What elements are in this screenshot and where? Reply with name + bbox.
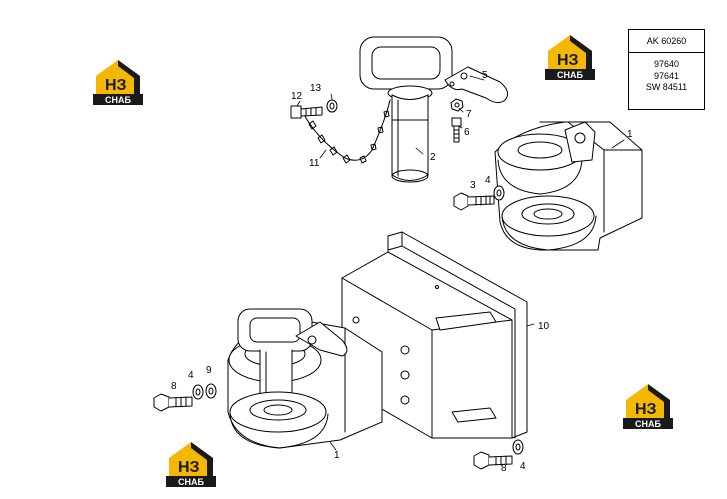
chain <box>302 99 391 164</box>
bolt-3 <box>453 192 495 211</box>
reference-box: AK 60260 97640 97641 SW 84511 <box>628 29 705 110</box>
callout-3: 3 <box>470 180 476 191</box>
washer-4-left <box>192 384 204 400</box>
callout-4-top: 4 <box>485 175 491 186</box>
logo-bottom-text: СНАБ <box>105 95 131 105</box>
logo-top-letters: НЗ <box>557 52 579 69</box>
callout-labels: 1 2 3 4 5 6 7 11 12 13 10 8 4 9 1 8 4 <box>171 70 633 474</box>
callout-9: 9 <box>206 365 212 376</box>
reference-code: SW 84511 <box>645 82 688 92</box>
logo-top-letters: НЗ <box>635 401 657 418</box>
bolt-8-left <box>153 393 193 412</box>
bolt-8-bottom <box>473 451 513 470</box>
callout-1-bottom: 1 <box>334 450 340 461</box>
brand-logo-right: НЗ СНАБ <box>623 384 673 429</box>
logo-top-letters: НЗ <box>105 77 127 94</box>
reference-code: 97640 <box>653 59 680 69</box>
brand-logo-bottom-left: НЗ СНАБ <box>166 442 216 487</box>
callout-8-bottom: 8 <box>501 463 507 474</box>
washer-13 <box>326 99 338 113</box>
latch-plate <box>444 66 509 104</box>
hitch-pin-top <box>359 36 453 183</box>
bolt-6 <box>451 117 462 143</box>
callout-1-top: 1 <box>627 129 633 140</box>
callout-6: 6 <box>464 127 470 138</box>
logo-bottom-text: СНАБ <box>635 419 661 429</box>
reference-codes: 97640 97641 SW 84511 <box>629 53 704 94</box>
mounting-plate <box>341 231 528 439</box>
callout-7: 7 <box>466 109 472 120</box>
logo-top-letters: НЗ <box>178 459 200 476</box>
nut-7 <box>450 98 464 112</box>
callout-12: 12 <box>291 91 303 102</box>
leader-lines <box>296 75 625 451</box>
logo-bottom-text: СНАБ <box>178 477 204 487</box>
washer-4-top <box>493 185 505 201</box>
screw-12 <box>290 105 323 119</box>
coupling-housing-top <box>494 121 643 251</box>
callout-11: 11 <box>309 158 320 169</box>
washer-4-bottom <box>512 439 524 455</box>
callout-10: 10 <box>538 321 550 332</box>
brand-logo-top-center: НЗ СНАБ <box>545 35 595 80</box>
logo-bottom-text: СНАБ <box>557 70 583 80</box>
callout-4-bottom: 4 <box>520 461 526 472</box>
brand-logo-top-left: НЗ СНАБ <box>93 60 143 105</box>
callout-13: 13 <box>310 83 322 94</box>
callout-4-left: 4 <box>188 370 194 381</box>
callout-2: 2 <box>430 152 436 163</box>
reference-header: AK 60260 <box>629 30 704 53</box>
coupling-assembly-bottom <box>227 308 383 449</box>
lock-washer-9 <box>205 383 217 399</box>
reference-code: 97641 <box>653 70 680 81</box>
callout-5: 5 <box>482 70 488 81</box>
callout-8-left: 8 <box>171 381 177 392</box>
